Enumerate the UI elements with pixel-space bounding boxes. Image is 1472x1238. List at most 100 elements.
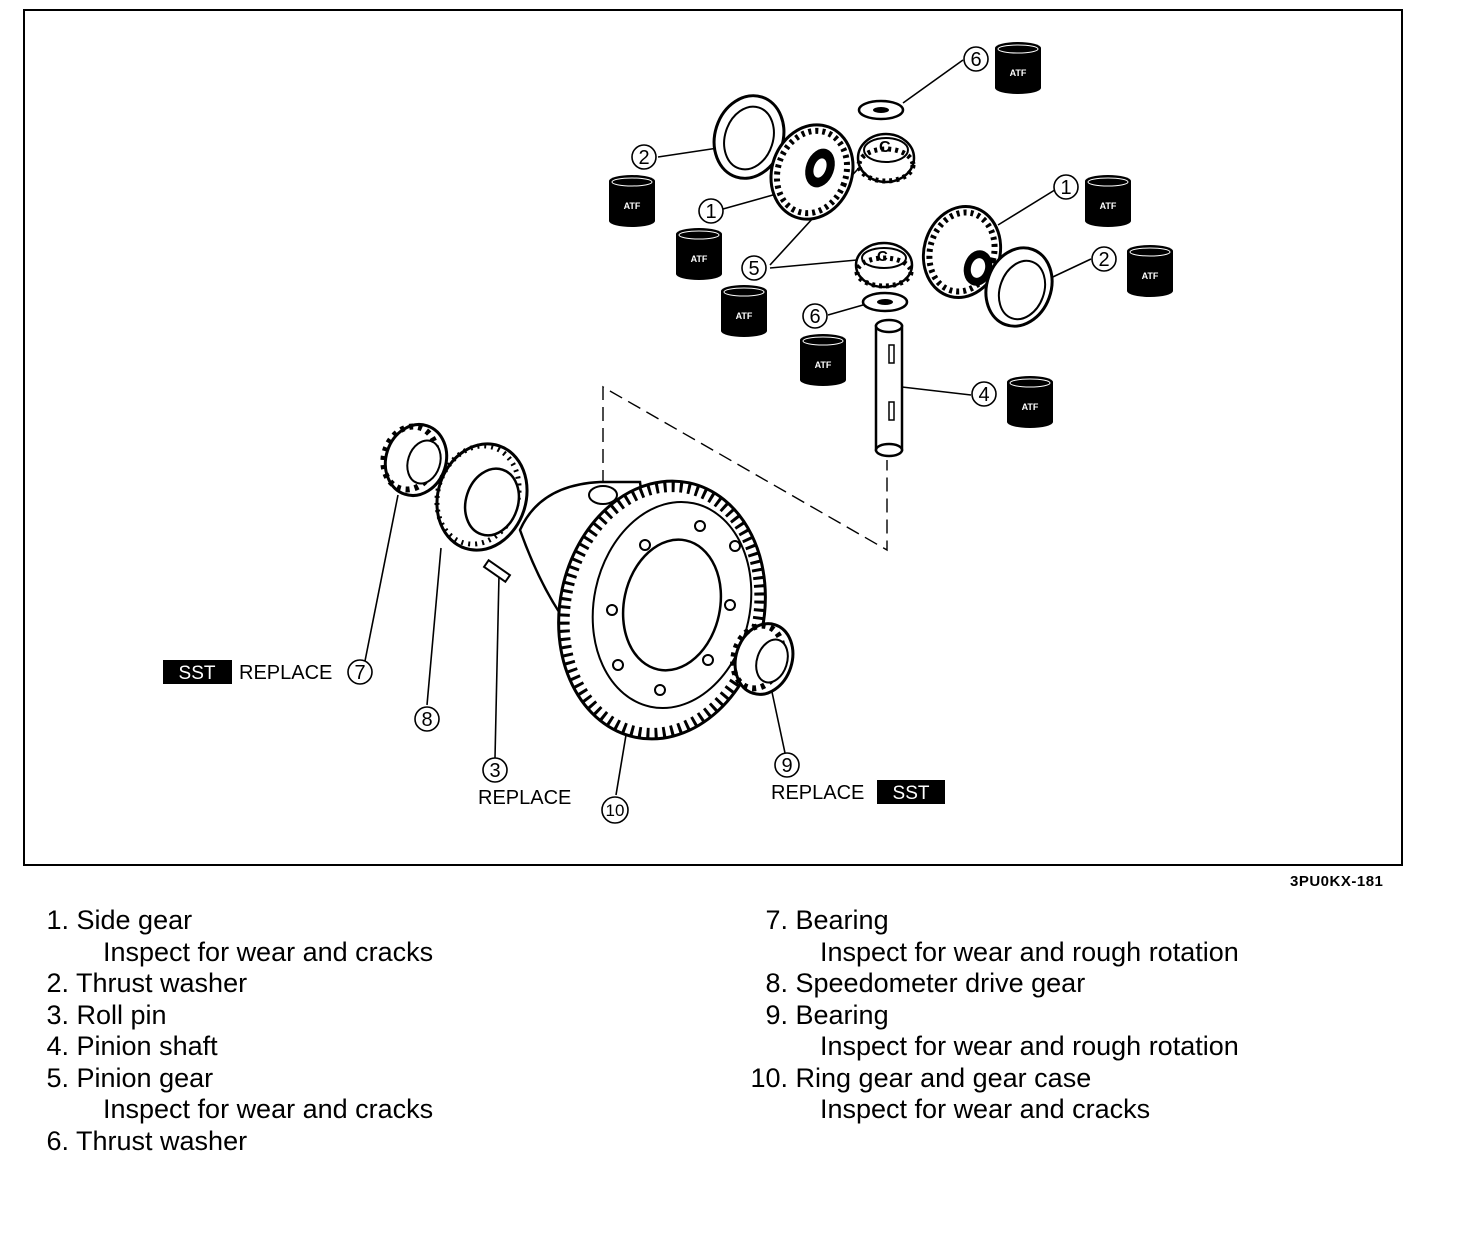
svg-text:7: 7	[354, 662, 365, 684]
legend-item-number: 8.	[765, 968, 788, 998]
legend-item-number: 9.	[765, 999, 788, 1030]
legend-item: 2. Thrust washer	[36, 968, 433, 1000]
callout-2-lower: 2	[1091, 246, 1117, 272]
legend-item-number: 10.	[750, 1062, 788, 1093]
roll-pin-3	[482, 558, 512, 584]
callout-4: 4	[971, 381, 997, 407]
legend-item-name: Thrust washer	[76, 1125, 248, 1156]
atf-can: ATF	[1126, 244, 1174, 298]
legend-item-name: Bearing	[795, 905, 889, 935]
speedometer-drive-gear-8	[434, 442, 529, 552]
svg-text:1: 1	[1060, 177, 1071, 199]
atf-can: ATF	[608, 174, 656, 228]
legend-item-note: Inspect for wear and cracks	[103, 936, 434, 967]
legend-item-number: 5.	[46, 1062, 69, 1093]
legend-item-note: Inspect for wear and rough rotation	[820, 936, 1239, 967]
callout-9: 9	[774, 752, 800, 778]
svg-text:6: 6	[970, 49, 981, 71]
legend-item-name: Bearing	[795, 999, 889, 1030]
legend-item-note: Inspect for wear and cracks	[103, 1094, 434, 1124]
replace-label-7: REPLACE	[239, 662, 332, 684]
svg-text:3: 3	[489, 760, 500, 782]
differential-exploded-diagram: C C	[163, 41, 1174, 824]
callout-2-upper: 2	[631, 144, 657, 170]
bearing-7	[380, 423, 449, 497]
legend-item-name: Roll pin	[76, 999, 167, 1030]
side-gear-1-lower	[921, 204, 1003, 300]
svg-text:1: 1	[705, 201, 716, 223]
legend-item: 3. Roll pin	[36, 1000, 433, 1032]
replace-label-3: REPLACE	[478, 787, 571, 809]
atf-label: ATF	[1010, 68, 1027, 78]
svg-text:4: 4	[978, 384, 989, 406]
thrust-washer-2-lower	[984, 246, 1054, 328]
atf-can: ATF	[1006, 375, 1054, 429]
atf-label: ATF	[1022, 402, 1039, 412]
atf-can: ATF	[994, 41, 1042, 95]
atf-label: ATF	[691, 254, 708, 264]
svg-text:2: 2	[638, 147, 649, 169]
callout-8: 8	[414, 706, 440, 732]
atf-can: ATF	[799, 333, 847, 387]
callout-7: 7	[347, 659, 373, 685]
assembly-dashed-line	[602, 385, 888, 552]
legend-item: 4. Pinion shaft	[36, 1031, 433, 1063]
legend-item-name: Side gear	[76, 905, 193, 935]
svg-text:6: 6	[809, 306, 820, 328]
atf-label: ATF	[736, 311, 753, 321]
legend-item: 8. Speedometer drive gear	[748, 968, 1239, 1000]
atf-can: ATF	[720, 284, 768, 338]
pinion-shaft-4	[874, 318, 904, 458]
atf-label: ATF	[1100, 201, 1117, 211]
svg-text:C: C	[877, 248, 888, 265]
atf-label: ATF	[815, 360, 832, 370]
atf-label: ATF	[624, 201, 641, 211]
diagram-frame	[23, 9, 1403, 866]
svg-text:8: 8	[421, 709, 432, 731]
legend-item-number: 1.	[46, 905, 69, 935]
replace-label-9: REPLACE	[771, 782, 864, 804]
callout-6-upper: 6	[963, 46, 989, 72]
ring-gear-and-case-10	[518, 479, 767, 741]
svg-text:10: 10	[606, 801, 625, 820]
atf-can: ATF	[675, 227, 723, 281]
legend-item-number: 2.	[46, 968, 69, 998]
legend-item-name: Speedometer drive gear	[795, 968, 1086, 998]
atf-can: ATF	[1084, 174, 1132, 228]
bearing-9	[730, 622, 795, 696]
callout-3: 3	[482, 757, 508, 783]
callout-1-lower: 1	[1053, 174, 1079, 200]
svg-text:C: C	[879, 139, 891, 156]
svg-text:9: 9	[781, 755, 792, 777]
legend-item-number: 6.	[46, 1125, 69, 1156]
svg-text:5: 5	[748, 258, 759, 280]
sst-badge-7: SST	[163, 660, 232, 684]
sst-badge-9: SST	[877, 780, 945, 804]
legend-item-name: Pinion shaft	[76, 1031, 218, 1061]
svg-text:2: 2	[1098, 249, 1109, 271]
atf-label: ATF	[1142, 271, 1159, 281]
legend-item-number: 3.	[46, 999, 69, 1030]
callout-6-lower: 6	[802, 303, 828, 329]
legend-item-name: Pinion gear	[76, 1062, 214, 1093]
legend-item-number: 4.	[46, 1031, 69, 1061]
legend-item-name: Ring gear and gear case	[795, 1062, 1092, 1093]
callout-10: 10	[601, 796, 629, 824]
pinion-gear-5-upper: C	[856, 132, 916, 184]
thrust-washer-6-lower	[861, 291, 909, 313]
figure-code: 3PU0KX-181	[1290, 873, 1384, 890]
legend-item-note: Inspect for wear and rough rotation	[820, 1031, 1239, 1061]
thrust-washer-6-upper	[857, 99, 905, 121]
svg-text:SST: SST	[893, 783, 930, 804]
callout-5: 5	[741, 255, 767, 281]
thrust-washer-2-upper	[712, 94, 786, 180]
legend-item-number: 7.	[765, 905, 788, 935]
side-gear-1-upper	[769, 123, 855, 221]
